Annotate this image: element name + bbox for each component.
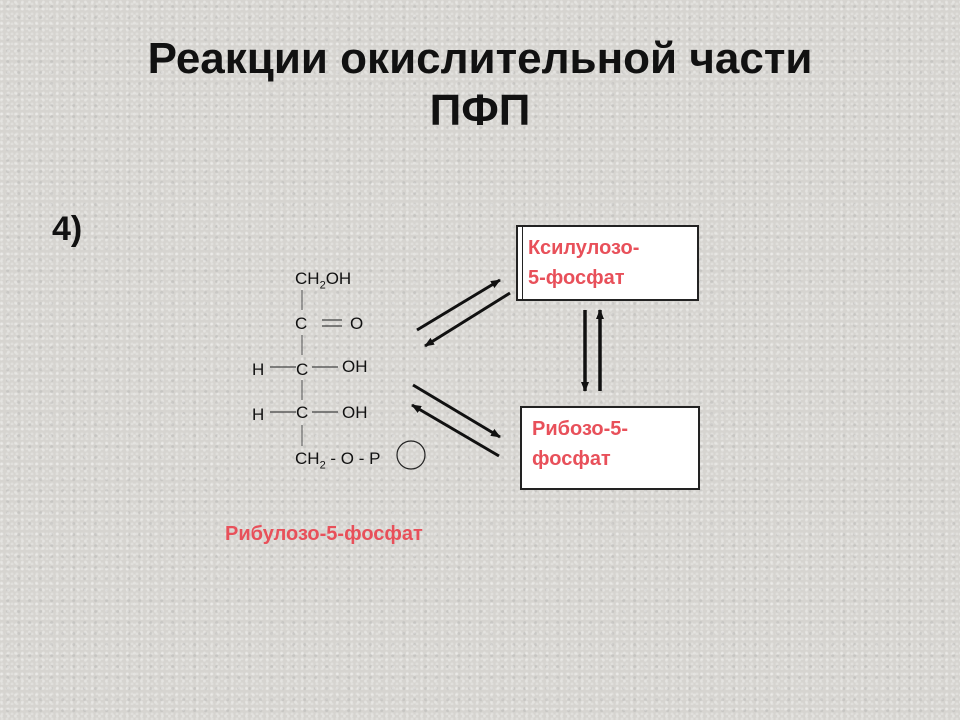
ribose-label-line-2: фосфат bbox=[532, 448, 611, 470]
phosphate-circle bbox=[396, 440, 426, 470]
arrow-to-ribose bbox=[412, 383, 501, 439]
group-oh4: OH bbox=[342, 403, 368, 422]
atom-h3: H bbox=[252, 360, 265, 379]
atom-c2: C bbox=[295, 314, 308, 333]
atom-o-keto: O bbox=[350, 314, 364, 333]
atom-h4: H bbox=[252, 405, 265, 424]
group-ch2oh-top: CH2OH bbox=[295, 269, 352, 292]
atom-c3: C bbox=[296, 360, 309, 379]
phosphate-label: P bbox=[369, 449, 381, 468]
group-oh3: OH bbox=[342, 357, 368, 376]
atom-c4: C bbox=[296, 403, 309, 422]
group-ch2-o-p: CH2 - O - P bbox=[295, 449, 381, 472]
slide-title-line-2: ПФП bbox=[429, 86, 531, 135]
slide-title-line-1: Реакции окислительной части bbox=[147, 34, 813, 83]
arrow-to-xylulose bbox=[416, 278, 501, 332]
step-number: 4) bbox=[52, 210, 83, 248]
arrow-from-ribose bbox=[411, 403, 500, 458]
xylulose-label-line-2: 5-фосфат bbox=[528, 267, 625, 289]
xylulose-5-phosphate-box: Ксилулозо- 5-фосфат bbox=[516, 225, 699, 301]
arrow-from-xylulose bbox=[424, 291, 511, 348]
substrate-name: Рибулозо-5-фосфат bbox=[225, 523, 423, 545]
xylulose-label-line-1: Ксилулозо- bbox=[528, 237, 640, 259]
ribose-5-phosphate-box: Рибозо-5- фосфат bbox=[520, 406, 700, 490]
ribose-label-line-1: Рибозо-5- bbox=[532, 418, 629, 440]
